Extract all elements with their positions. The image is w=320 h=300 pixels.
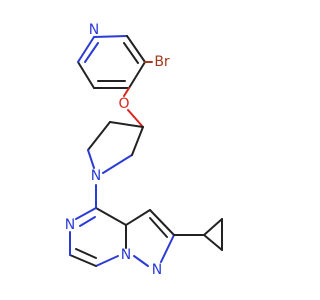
bond-cp-a <box>203 218 223 236</box>
bond-pyr-c5-n <box>87 149 95 169</box>
bond-pz-n5-c4-double <box>79 216 96 227</box>
bond-pz-c7-c6 <box>69 254 97 267</box>
bond-pyrazole-c3-c2-double <box>149 217 168 238</box>
pyrazole-nitrogen-label: N <box>152 262 162 278</box>
pyridine-nitrogen-label: N <box>89 22 99 38</box>
bond-pyr-c3-c4 <box>109 121 144 128</box>
bond-pz-c7-c6-double <box>75 248 97 259</box>
bond-c2-c3 <box>126 35 146 63</box>
bridgehead-nitrogen-label: N <box>121 247 131 263</box>
bond-pyrazole-c2-n1 <box>160 234 175 263</box>
bond-pyr-n-c2 <box>102 154 133 174</box>
pyrazole-ring <box>125 209 175 267</box>
pyrazine-ring <box>69 207 127 267</box>
bond-pyrazole-c35-c3 <box>125 209 151 226</box>
bond-c6-n1-double <box>84 42 99 63</box>
bromine-label: Br <box>154 54 170 70</box>
pyrrolidine-ring <box>87 121 144 174</box>
bond-pz-bridge-c7 <box>95 255 119 267</box>
bond-c4-o <box>123 87 130 97</box>
pyrazine-nitrogen-label: N <box>65 217 75 233</box>
bond-cp-c <box>203 234 223 251</box>
bond-pz-c4-c35 <box>95 207 127 226</box>
cyclopropyl-ring <box>173 218 223 251</box>
bond-pz-n5-c4 <box>75 207 97 220</box>
pyrrolidine-nitrogen-label: N <box>91 168 101 184</box>
molecule-diagram: N Br O N N N N <box>65 22 223 278</box>
bond-c6-n1 <box>77 36 95 63</box>
structure-svg: N Br O N N N N <box>65 22 223 278</box>
bond-pyrazole-n1-nbridge <box>133 255 149 267</box>
bond-n1-c2 <box>93 35 128 38</box>
bond-pyr-c2-c3 <box>131 126 144 156</box>
bond-pyrazole-c3-c2 <box>149 209 175 236</box>
pyridine-ring <box>77 35 146 89</box>
bond-pyr-c4-c5 <box>87 121 111 151</box>
bond-o-pyrrolidine <box>127 109 144 128</box>
bond-c2-c3-double <box>123 42 139 64</box>
bond-c3-c4 <box>128 61 146 89</box>
bond-c5-c6 <box>77 61 95 89</box>
ether-oxygen-label: O <box>118 96 129 112</box>
